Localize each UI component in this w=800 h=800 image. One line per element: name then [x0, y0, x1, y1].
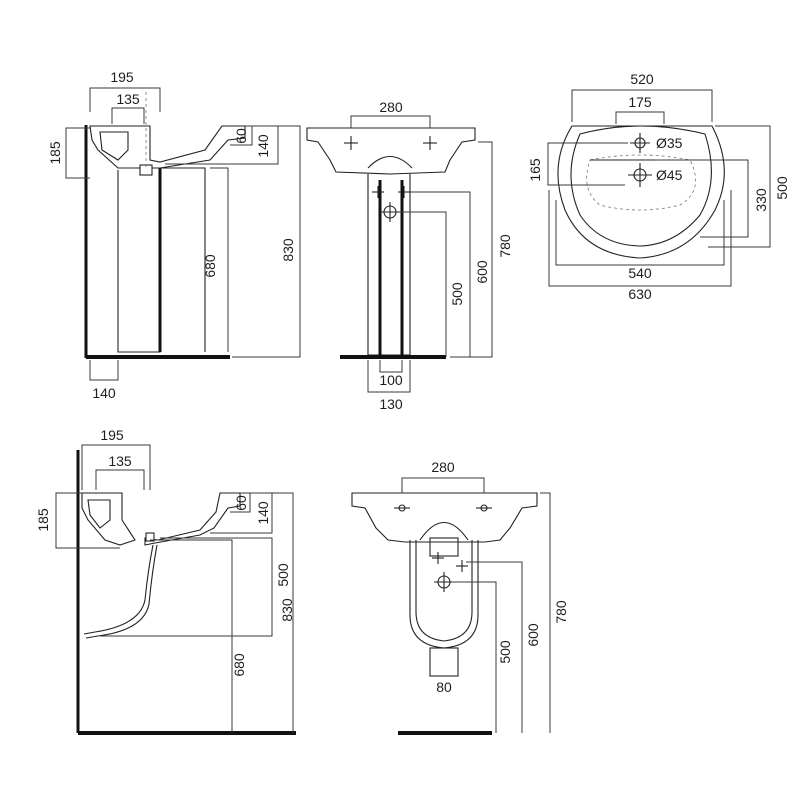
dim-830-line-2 [250, 492, 294, 733]
dim-140-2: 140 [255, 501, 271, 525]
dim-600-2: 600 [525, 623, 541, 647]
dim-830-2: 830 [279, 598, 295, 622]
dim-100: 100 [379, 372, 403, 388]
tap-hole-left [344, 136, 358, 150]
dim-100-line [379, 360, 403, 373]
tap-hole-left-2 [394, 504, 410, 512]
semi-pedestal-curve-2 [85, 544, 158, 639]
hole-45: Ø45 [656, 167, 683, 183]
dim-540: 540 [628, 265, 652, 281]
semi-pedestal-side-view: 195 135 185 60 140 500 830 680 [35, 427, 296, 735]
tap-hole-right-2 [476, 504, 492, 512]
dim-330: 330 [753, 188, 769, 212]
basin-front-2 [351, 492, 538, 543]
dim-600-line [410, 191, 471, 357]
dim-630-line [548, 190, 732, 287]
dim-500-line-2 [100, 537, 273, 637]
dim-140-bottom-line [89, 360, 119, 381]
dim-130-line [367, 360, 411, 393]
dim-830: 830 [280, 238, 296, 262]
bracket-2 [145, 532, 155, 542]
dim-165-line [547, 142, 628, 186]
dim-780-line-2 [540, 492, 551, 733]
dim-280-2: 280 [431, 459, 455, 475]
top-view: 520 175 Ø35 Ø45 165 330 500 540 630 [527, 71, 790, 302]
dim-500-line-3 [452, 581, 497, 733]
basin-curve-2 [419, 522, 469, 541]
dim-500-2: 500 [275, 563, 291, 587]
dim-780: 780 [497, 234, 513, 258]
dim-600: 600 [474, 260, 490, 284]
dim-185-2: 185 [35, 508, 51, 532]
dim-680: 680 [202, 254, 218, 278]
dim-60: 60 [233, 128, 249, 144]
dim-630: 630 [628, 286, 652, 302]
dim-165: 165 [527, 158, 543, 182]
dim-130: 130 [379, 396, 403, 412]
dim-195: 195 [110, 69, 134, 85]
semi-pedestal-front-view: 280 780 600 500 80 [351, 459, 569, 735]
dim-140-top: 140 [255, 134, 271, 158]
basin-top-rim [570, 125, 712, 247]
dim-500: 500 [449, 282, 465, 306]
bowl-dashed [586, 154, 697, 211]
pedestal-side-view: 195 135 185 60 140 680 830 140 [47, 69, 301, 401]
dim-195-line-2 [81, 444, 151, 490]
dim-280: 280 [379, 99, 403, 115]
dim-135-line-2 [95, 469, 145, 490]
basin-curve [367, 155, 413, 169]
hole-35: Ø35 [656, 135, 683, 151]
dim-175-line [615, 111, 665, 124]
dim-680-line [210, 167, 229, 352]
semi-pedestal-front-inner [415, 540, 473, 642]
dim-680-line-2 [150, 539, 233, 733]
dim-780-2: 780 [553, 600, 569, 624]
basin-outline [89, 125, 246, 169]
basin-front [306, 127, 476, 175]
dim-280-line-2 [401, 477, 485, 493]
dim-135-2: 135 [108, 453, 132, 469]
semi-pedestal-curve [83, 544, 154, 635]
dim-135: 135 [116, 91, 140, 107]
tap-hole-right [423, 136, 437, 150]
dim-540-line [555, 200, 725, 266]
dim-175: 175 [628, 94, 652, 110]
trap-cover [429, 537, 459, 557]
dim-185-line [65, 127, 90, 179]
pedestal-side [160, 167, 206, 352]
dim-140-bottom: 140 [92, 385, 116, 401]
dim-195-2: 195 [100, 427, 124, 443]
basin-front-part [144, 492, 241, 546]
dim-280-line [350, 115, 431, 128]
dim-780-line [450, 141, 493, 358]
dim-830-line [232, 125, 301, 358]
dim-520-line [571, 89, 713, 122]
dim-80: 80 [436, 679, 452, 695]
dim-500: 500 [774, 176, 790, 200]
pedestal-front [367, 174, 411, 356]
dim-135-line [111, 107, 145, 124]
basin-wall-part [81, 492, 136, 546]
trap-pipe [429, 647, 459, 677]
dim-185-line-2 [55, 492, 120, 549]
dim-185: 185 [47, 141, 63, 165]
basin-top-outline [557, 125, 725, 259]
pedestal-front-view: 280 780 600 500 100 130 [306, 99, 513, 412]
dim-500-line [400, 211, 447, 357]
dim-520: 520 [630, 71, 654, 87]
pedestal-outline [117, 170, 161, 353]
dim-60-2: 60 [233, 495, 249, 511]
dim-500-line [708, 125, 771, 248]
basin-bowl-inner [99, 131, 129, 161]
basin-inner-2 [87, 499, 111, 529]
dim-680-2: 680 [231, 653, 247, 677]
dim-500-3: 500 [497, 640, 513, 664]
dim-195-line [89, 87, 161, 112]
dim-600-line-2 [466, 561, 523, 733]
